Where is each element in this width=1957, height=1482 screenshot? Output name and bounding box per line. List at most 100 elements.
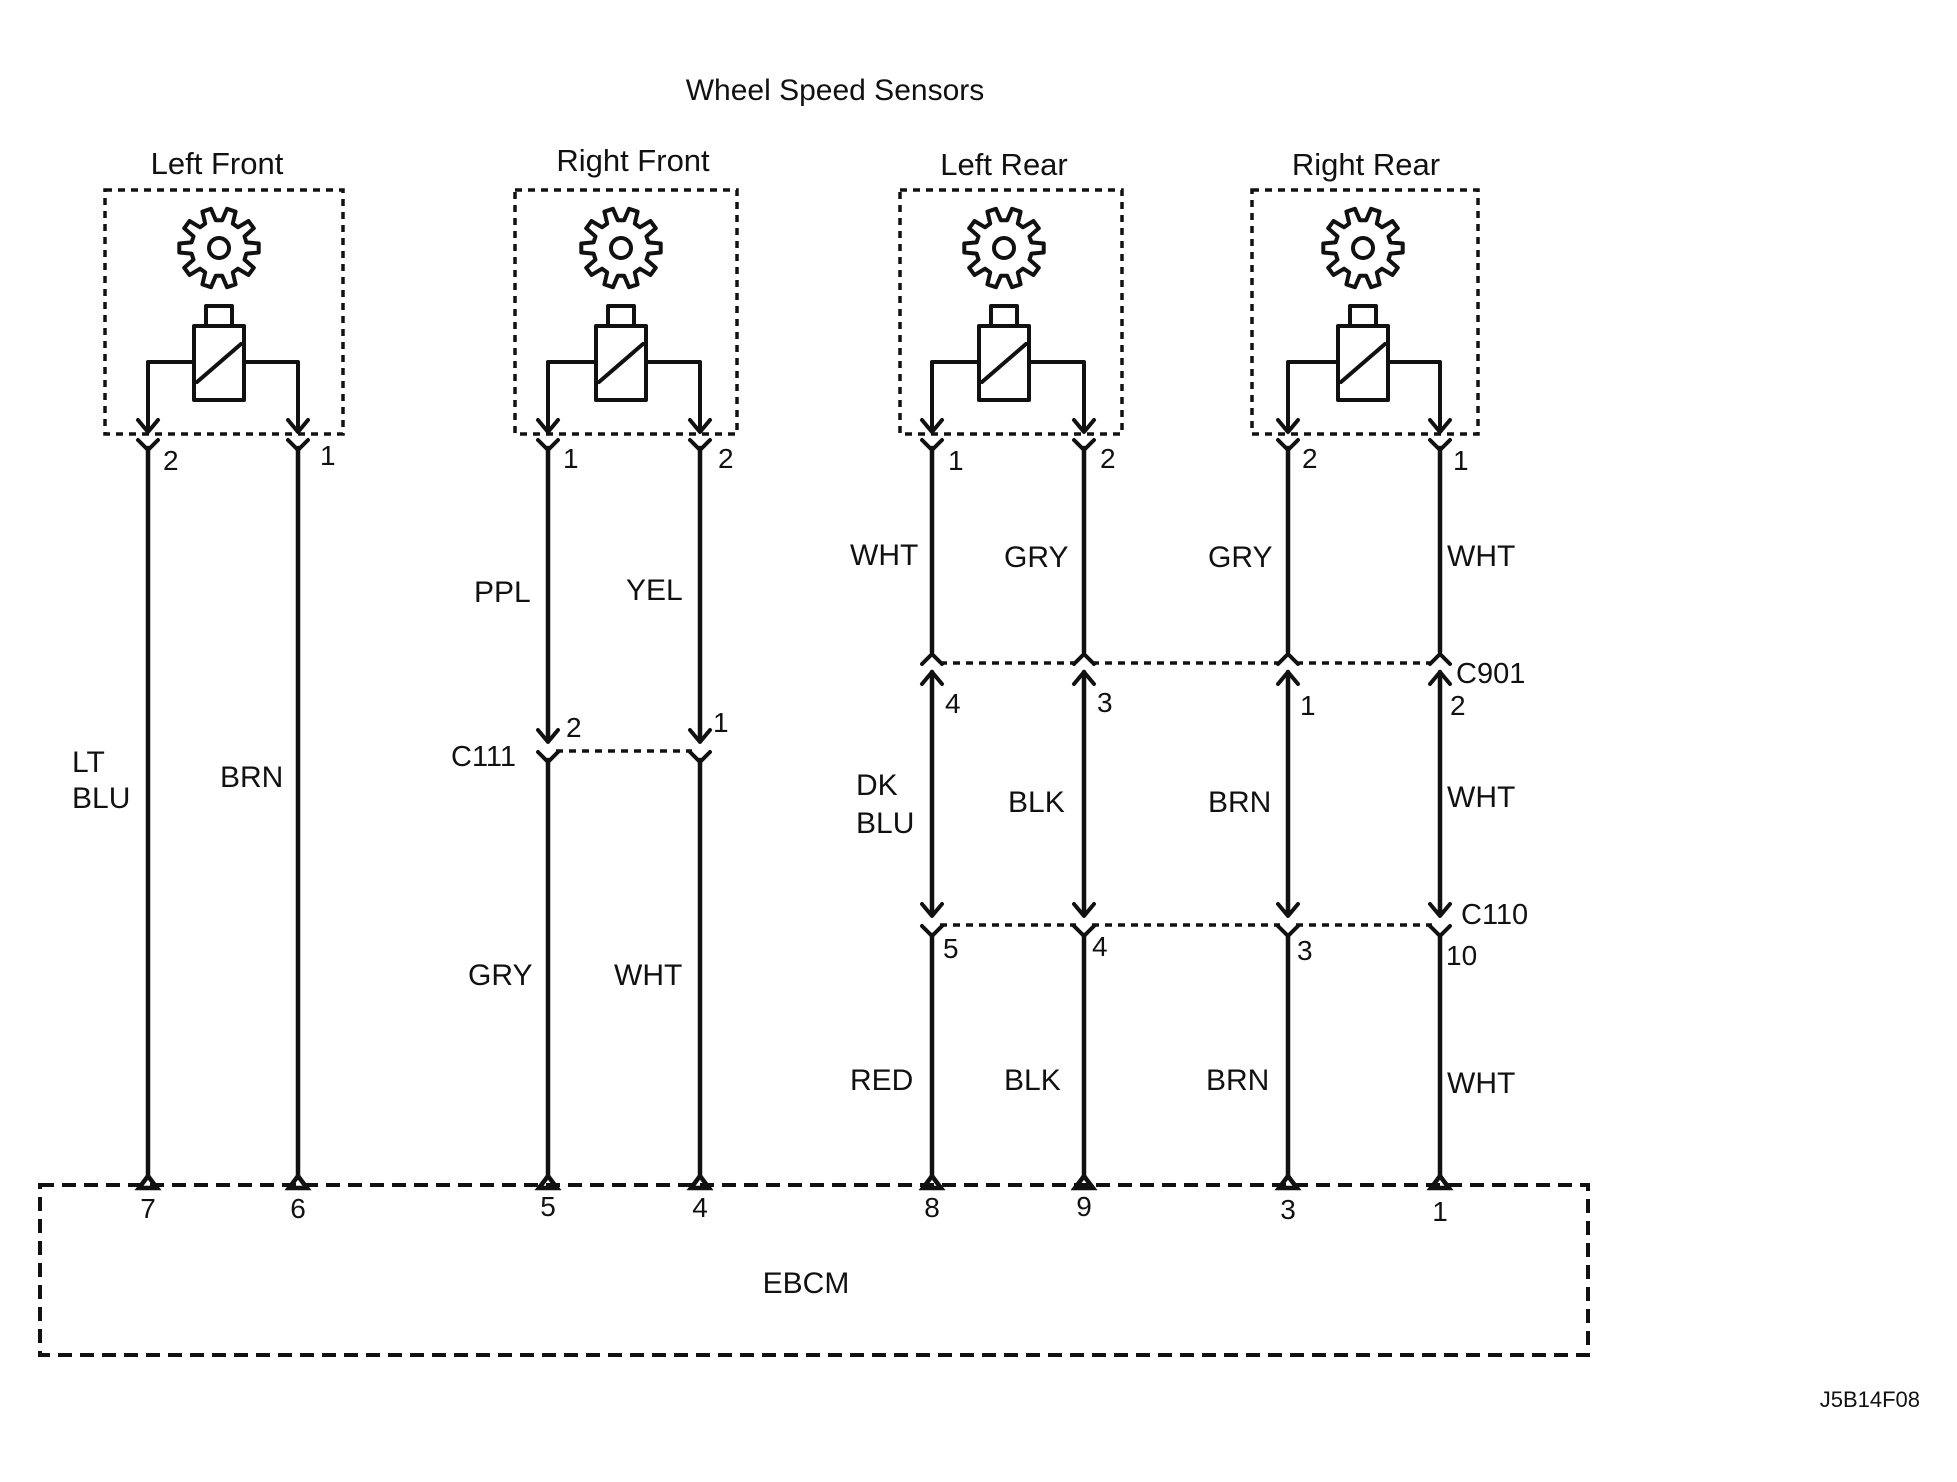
- sensor-cap: [606, 304, 636, 328]
- c110-pin-lr-a: 5: [943, 933, 959, 964]
- terminal-arrow: [536, 728, 560, 744]
- wire-color-lr-b-mid: BLK: [1008, 786, 1065, 819]
- sensor-lead-right: [1386, 360, 1442, 432]
- gear-icon: [1321, 206, 1405, 290]
- connector-chevron: [1072, 924, 1096, 938]
- diagram-title: Wheel Speed Sensors: [686, 74, 985, 107]
- c111-terminal: [536, 728, 560, 764]
- c110-terminal: [1276, 902, 1300, 938]
- gear-hub: [207, 236, 231, 260]
- c901-terminal: [1072, 652, 1096, 686]
- wire-color-lr-a-mid: DK: [856, 769, 898, 802]
- terminal-arrow: [1428, 902, 1452, 918]
- sensor-right-front: [536, 206, 712, 452]
- c901-terminal: [1276, 652, 1300, 686]
- wire-color-rr-b-mid: WHT: [1447, 781, 1515, 814]
- c901-terminal: [920, 652, 944, 686]
- ebcm-pin-rr-a: 3: [1280, 1194, 1296, 1225]
- c901-pin-rr-a: 1: [1300, 690, 1316, 721]
- ebcm-box: [38, 1183, 1590, 1357]
- ebcm-pin-lf-b: 6: [290, 1193, 306, 1224]
- sensor-box-left-front: [103, 188, 345, 436]
- terminal-arrow: [1072, 418, 1096, 434]
- sensor-lead-right: [644, 360, 702, 432]
- wire-color-rr-a-top: GRY: [1208, 541, 1272, 574]
- wire-color-rf-b-bot: WHT: [614, 959, 682, 992]
- wire-color-lr-a-bot: RED: [850, 1064, 913, 1097]
- sensor-symbols: [136, 206, 1452, 452]
- connector-chevron: [920, 652, 944, 666]
- connector-chevron: [688, 750, 712, 764]
- ebcm-pin-lr-a: 8: [924, 1192, 940, 1223]
- terminal-arrow: [1428, 670, 1452, 686]
- terminal-arrow: [688, 728, 712, 744]
- terminal-arrow: [1072, 902, 1096, 918]
- terminal-arrow: [1428, 418, 1452, 434]
- sensor-name-left-rear: Left Rear: [940, 147, 1068, 182]
- connector-chevron: [1072, 652, 1096, 666]
- c901-pin-rr-b: 2: [1450, 690, 1466, 721]
- connector-chevron: [536, 750, 560, 764]
- sensor-name-left-front: Left Front: [151, 146, 284, 181]
- c110-pin-rr-b: 10: [1446, 940, 1477, 971]
- c110-terminal: [1428, 902, 1452, 938]
- terminal-arrow: [1276, 902, 1300, 918]
- gear-icon: [962, 206, 1046, 290]
- wire-color-rr-b-bot: WHT: [1447, 1067, 1515, 1100]
- c111-pin-b: 1: [713, 707, 729, 738]
- ebcm-pin-rf-b: 4: [692, 1192, 708, 1223]
- terminal-arrow: [688, 418, 712, 434]
- wire-color-rf-a-top: PPL: [474, 576, 531, 609]
- sensor-lead-left: [546, 360, 598, 432]
- lf-pin-a: 2: [163, 445, 179, 476]
- terminal-arrow: [536, 418, 560, 434]
- rr-pin-a: 2: [1302, 443, 1318, 474]
- c111-name: C111: [451, 741, 516, 773]
- gear-icon: [579, 206, 663, 290]
- sensor-lead-left: [930, 360, 981, 432]
- c110-pin-lr-b: 4: [1092, 931, 1108, 962]
- terminal-arrow: [136, 418, 160, 434]
- c110-terminal: [920, 902, 944, 938]
- wire-color-lr-b-top: GRY: [1004, 541, 1068, 574]
- sensor-coil-slash: [597, 342, 645, 384]
- connector-chevron: [1276, 924, 1300, 938]
- wire-color-rr-a-bot: BRN: [1206, 1064, 1269, 1097]
- connector-chevron: [1428, 652, 1452, 666]
- sensor-lead-left: [146, 360, 196, 432]
- sensor-right-rear: [1276, 206, 1452, 452]
- sensor-box-right-front: [513, 188, 739, 436]
- c110-pin-rr-a: 3: [1297, 935, 1313, 966]
- terminal-arrow: [920, 670, 944, 686]
- gear-icon: [177, 206, 261, 290]
- sensor-lead-right: [242, 360, 300, 432]
- sensor-lead-right: [1027, 360, 1086, 432]
- wire-color-rr-a-mid: BRN: [1208, 786, 1271, 819]
- wire-color-lr-b-bot: BLK: [1004, 1064, 1061, 1097]
- rf-pin-a: 1: [563, 443, 579, 474]
- c110-terminal: [1072, 902, 1096, 938]
- wire-color-lr-a-top: WHT: [850, 539, 918, 572]
- ebcm-pin-lr-b: 9: [1076, 1191, 1092, 1222]
- wire-color-lf-a: LT: [72, 746, 105, 779]
- sensor-cap: [204, 304, 234, 328]
- sensor-lead-left: [1286, 360, 1340, 432]
- c111-pin-a: 2: [566, 712, 582, 743]
- gear-hub: [609, 236, 633, 260]
- terminal-arrow: [1276, 670, 1300, 686]
- ebcm-pin-rf-a: 5: [540, 1191, 556, 1222]
- sensor-coil-slash: [980, 342, 1028, 384]
- sensor-coil-slash: [1339, 342, 1387, 384]
- figure-id: J5B14F08: [1820, 1387, 1920, 1412]
- lr-pin-b: 2: [1100, 443, 1116, 474]
- c901-terminal: [1428, 652, 1452, 686]
- gear-hub: [992, 236, 1016, 260]
- terminal-arrow: [920, 418, 944, 434]
- terminal-arrow: [1072, 670, 1096, 686]
- terminal-arrow: [286, 418, 310, 434]
- rr-pin-b: 1: [1453, 445, 1469, 476]
- ebcm-pin-rr-b: 1: [1432, 1196, 1448, 1227]
- gear-hub: [1351, 236, 1375, 260]
- wire-color-lf-a2: BLU: [72, 782, 130, 815]
